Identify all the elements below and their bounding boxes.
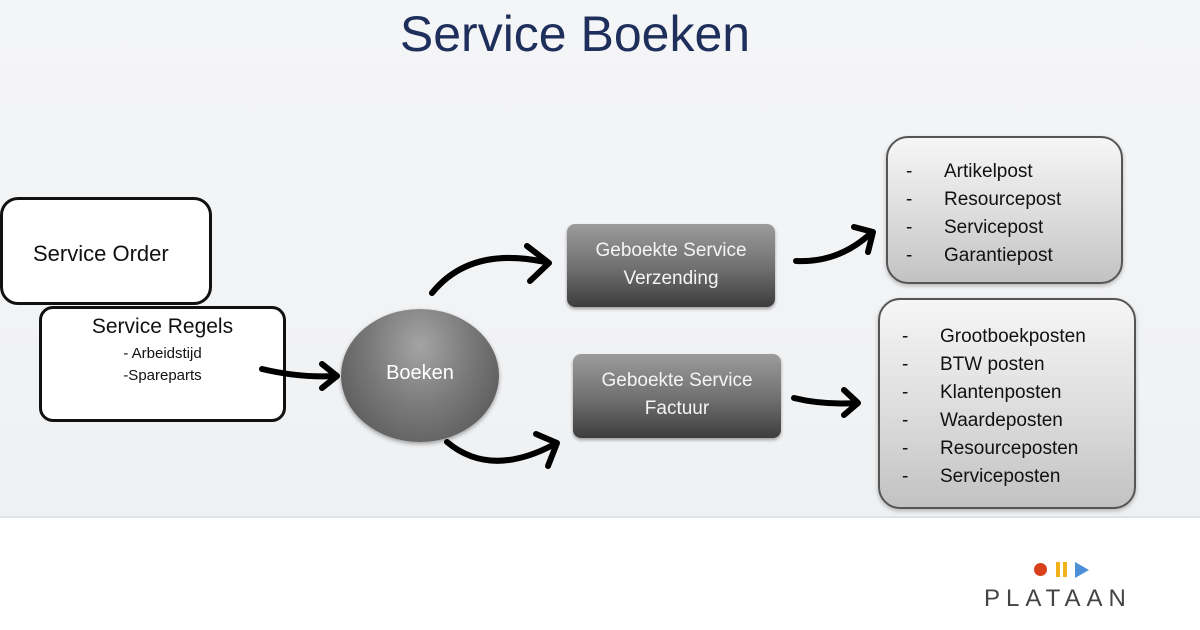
list-item-label: Grootboekposten [940, 326, 1086, 347]
verzending-line2: Verzending [623, 268, 719, 289]
pause-icon [1054, 562, 1068, 577]
arrow-head [841, 387, 861, 418]
list-item: - Artikelpost [906, 158, 1061, 186]
arrow-verzending-to-list [793, 231, 873, 265]
bullet-dash: - [906, 245, 913, 266]
list-item: - Waardeposten [902, 407, 1086, 435]
bullet-dash: - [902, 466, 909, 487]
arrow-head [533, 431, 560, 469]
service-regels-box: Service Regels - Arbeidstijd -Spareparts [39, 306, 286, 422]
bullet-dash: - [906, 189, 913, 210]
arrow-regels-to-boeken [259, 366, 338, 380]
list-item-label: Serviceposten [940, 466, 1061, 487]
service-order-box: Service Order [0, 197, 212, 305]
boeken-node: Boeken [341, 309, 499, 442]
verzending-entries-list: -Artikelpost -Resourcepost -Servicepost … [906, 158, 1061, 270]
list-item-label: BTW posten [940, 354, 1045, 375]
arrow-head [524, 243, 552, 284]
bullet-dash: - [902, 382, 909, 403]
list-item-label: Garantiepost [944, 245, 1053, 266]
factuur-line1: Geboekte Service [601, 370, 753, 391]
red-dot-icon [1034, 563, 1047, 576]
list-item: - Klantenposten [902, 379, 1086, 407]
arrow-boeken-to-verzending [429, 254, 548, 296]
service-regels-item: - Arbeidstijd [123, 345, 202, 362]
arrow-factuur-to-list [791, 395, 859, 407]
footer-divider [0, 516, 1200, 518]
list-item: - Servicepost [906, 214, 1061, 242]
list-item-label: Resourceposten [940, 438, 1079, 459]
slide-title: Service Boeken [399, 6, 751, 62]
list-item: - BTW posten [902, 351, 1086, 379]
bullet-dash: - [902, 438, 909, 459]
verzending-line1: Geboekte Service [595, 240, 747, 261]
arrow-head [319, 361, 340, 391]
flow-arrows [259, 224, 876, 469]
bullet-dash: - [906, 161, 913, 182]
list-item: - Garantiepost [906, 242, 1061, 270]
list-item-label: Servicepost [944, 217, 1044, 238]
list-item-label: Waardeposten [940, 410, 1063, 431]
bullet-dash: - [906, 217, 913, 238]
factuur-line2: Factuur [644, 398, 710, 419]
boeken-label: Boeken [386, 362, 454, 384]
list-item: - Resourceposten [902, 435, 1086, 463]
service-regels-item: -Spareparts [123, 367, 202, 384]
logo-text: PLATAAN [984, 585, 1132, 612]
service-order-label: Service Order [33, 241, 169, 266]
arrow-head [851, 224, 876, 255]
list-item-label: Resourcepost [944, 189, 1062, 210]
list-item: - Grootboekposten [902, 323, 1086, 351]
bullet-dash: - [902, 410, 909, 431]
bullet-dash: - [902, 326, 909, 347]
logo-mark [1034, 561, 1094, 579]
factuur-entries-box: - Grootboekposten - BTW posten - Klantenpos… [878, 298, 1136, 509]
service-regels-label: Service Regels [91, 315, 234, 338]
bullet-dash: - [902, 354, 909, 375]
arrow-boeken-to-factuur [444, 439, 556, 464]
verzending-entries-box: -Artikelpost -Resourcepost -Servicepost … [886, 136, 1123, 284]
geboekte-service-verzending-box: Geboekte Service Verzending [567, 224, 775, 307]
plataan-logo: PLATAAN [984, 557, 1154, 617]
factuur-entries-list: - Grootboekposten - BTW posten - Klantenpos… [902, 323, 1086, 491]
geboekte-service-factuur-box: Geboekte Service Factuur [573, 354, 781, 438]
list-item: - Serviceposten [902, 463, 1086, 491]
list-item-label: Klantenposten [940, 382, 1062, 403]
list-item: - Resourcepost [906, 186, 1061, 214]
list-item-label: Artikelpost [944, 161, 1033, 182]
play-icon [1075, 562, 1089, 578]
